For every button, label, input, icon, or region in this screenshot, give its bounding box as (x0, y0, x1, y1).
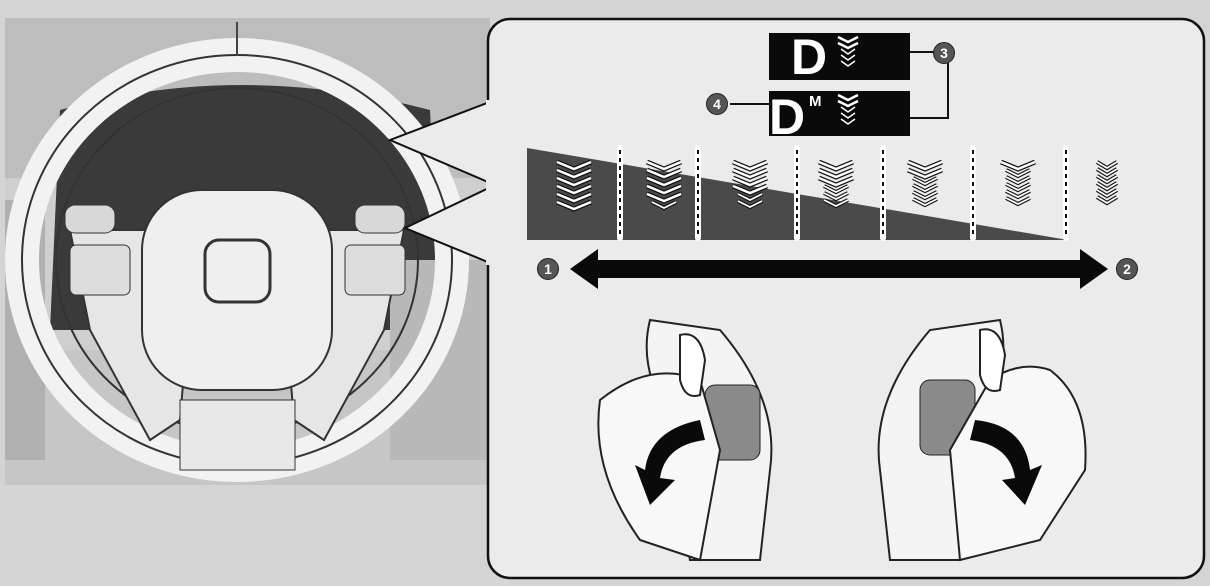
chevron-icon (737, 200, 763, 209)
chevron-icon (907, 160, 943, 171)
chevron-icon (818, 176, 854, 187)
chevron-icon (732, 168, 768, 179)
chevron-icon (1005, 176, 1031, 185)
manual-mode-indicator: M (809, 93, 822, 110)
chevron-icon (556, 184, 592, 195)
chevron-icon (912, 198, 938, 207)
right-paddle-hand-illustration (877, 318, 1087, 562)
chevron-icon (732, 184, 768, 195)
chevron-icon (823, 199, 849, 208)
chevron-icon (1005, 169, 1031, 178)
chevron-icon (556, 200, 592, 211)
chevron-icon (556, 176, 592, 187)
callout-4: 4 (706, 93, 728, 115)
chevron-icon (556, 160, 592, 171)
steering-wheel-illustration (5, 18, 490, 485)
chevron-icon (907, 168, 943, 179)
gear-indicator: D (791, 29, 828, 85)
chevron-icon (823, 192, 849, 201)
gear-display-d-manual: D M (769, 91, 910, 142)
chevron-icon (1096, 168, 1118, 177)
deceleration-level-3 (732, 159, 768, 210)
callout-2: 2 (1116, 258, 1138, 280)
chevron-icon (1096, 182, 1118, 191)
deceleration-level-6 (1000, 159, 1036, 207)
chevron-icon (912, 191, 938, 200)
chevron-icon (646, 176, 682, 187)
gear-indicator: D (769, 89, 806, 145)
chevron-icon (912, 184, 938, 193)
callout-1: 1 (537, 258, 559, 280)
chevron-icon (1096, 189, 1118, 198)
deceleration-level-1 (556, 159, 592, 212)
callout-3: 3 (933, 42, 955, 64)
chevron-icon (1096, 196, 1118, 205)
chevron-icon (646, 192, 682, 203)
chevron-icon (651, 201, 677, 210)
chevron-icon (1005, 183, 1031, 192)
chevron-icon (823, 185, 849, 194)
deceleration-level-7 (1095, 160, 1119, 206)
chevron-icon (1005, 197, 1031, 206)
deceleration-level-4 (818, 159, 854, 209)
chevron-icon (737, 193, 763, 202)
chevron-icon (912, 177, 938, 186)
chevron-icon (1096, 161, 1118, 170)
chevron-icon (1000, 160, 1036, 171)
chevron-icon (646, 184, 682, 195)
chevron-icon (818, 168, 854, 179)
left-paddle-hand-illustration (597, 318, 773, 562)
chevron-icon (732, 176, 768, 187)
deceleration-level-2 (646, 159, 682, 211)
gear-display-d: D (769, 29, 910, 85)
chevron-icon (646, 160, 682, 171)
chevron-icon (1096, 175, 1118, 184)
double-arrow (570, 249, 1108, 289)
chevron-icon (646, 168, 682, 179)
chevron-icon (556, 168, 592, 179)
deceleration-level-5 (907, 159, 943, 208)
chevron-icon (818, 160, 854, 171)
chevron-icon (556, 192, 592, 203)
chevron-icon (1005, 190, 1031, 199)
chevron-icon (732, 160, 768, 171)
